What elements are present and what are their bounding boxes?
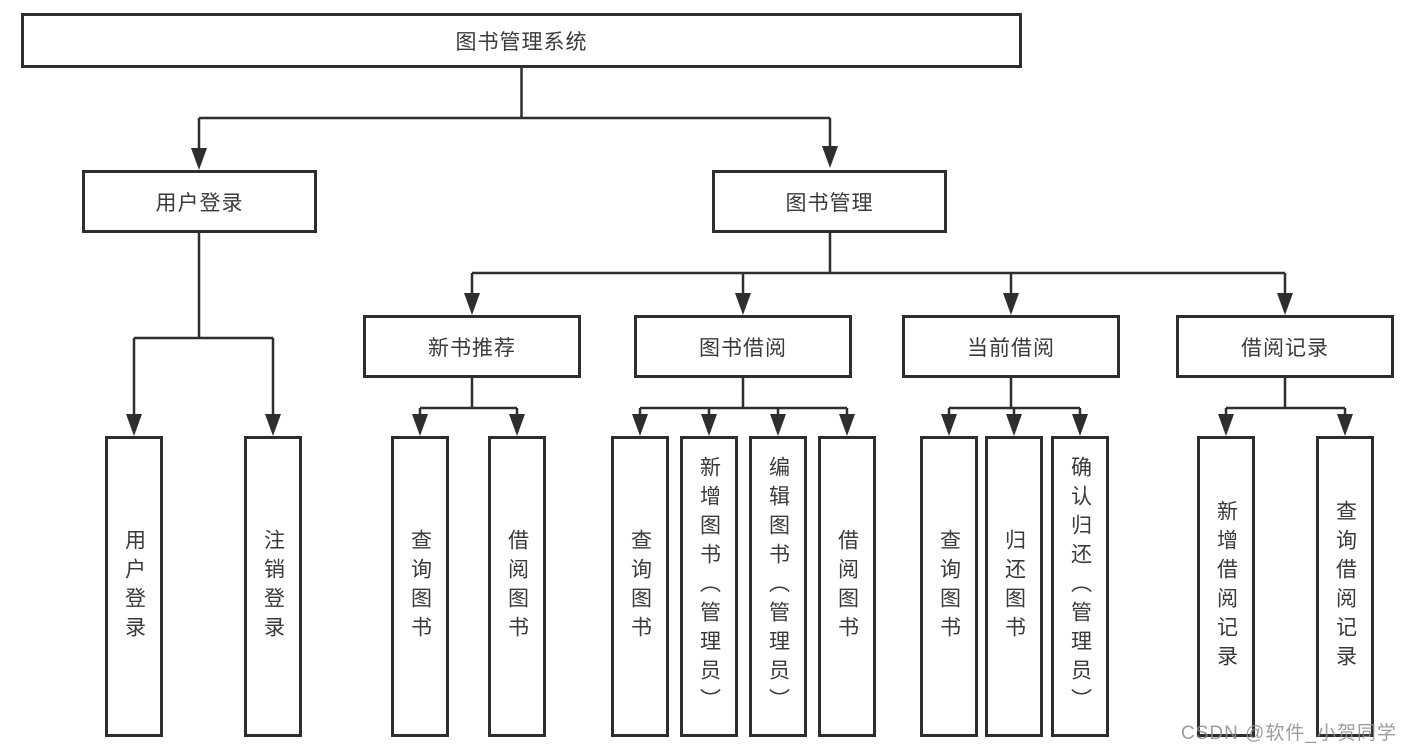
leaf-borrow-books-borrowing: 借阅图书 bbox=[818, 436, 876, 737]
leaf-confirm-return-admin: 确认归还（管理员） bbox=[1051, 436, 1109, 737]
leaf-query-borrow-record: 查询借阅记录 bbox=[1316, 436, 1374, 737]
leaf-logout-label: 注销登录 bbox=[261, 528, 285, 645]
leaf-add-borrow-record: 新增借阅记录 bbox=[1197, 436, 1255, 737]
leaf-add-book-admin-label: 新增图书（管理员） bbox=[697, 456, 721, 717]
leaf-confirm-return-admin-label: 确认归还（管理员） bbox=[1068, 456, 1092, 717]
leaf-query-books-recommend: 查询图书 bbox=[391, 436, 449, 737]
node-borrowing-records-label: 借阅记录 bbox=[1241, 336, 1329, 360]
csdn-watermark: CSDN @软件_小贺同学 bbox=[1181, 723, 1397, 744]
leaf-add-borrow-record-label: 新增借阅记录 bbox=[1214, 499, 1238, 674]
leaf-query-books-borrowing-label: 查询图书 bbox=[628, 528, 652, 645]
node-book-management: 图书管理 bbox=[712, 170, 947, 233]
leaf-borrow-books-recommend-label: 借阅图书 bbox=[505, 528, 529, 645]
leaf-logout: 注销登录 bbox=[244, 436, 302, 737]
leaf-edit-book-admin: 编辑图书（管理员） bbox=[749, 436, 807, 737]
leaf-add-book-admin: 新增图书（管理员） bbox=[680, 436, 738, 737]
leaf-user-login: 用户登录 bbox=[105, 436, 163, 737]
node-book-borrowing-label: 图书借阅 bbox=[699, 336, 787, 360]
leaf-query-books-borrowing: 查询图书 bbox=[611, 436, 669, 737]
node-new-book-recommend: 新书推荐 bbox=[363, 315, 581, 378]
leaf-return-book: 归还图书 bbox=[985, 436, 1043, 737]
leaf-borrow-books-recommend: 借阅图书 bbox=[488, 436, 546, 737]
leaf-borrow-books-borrowing-label: 借阅图书 bbox=[835, 528, 859, 645]
node-root-system: 图书管理系统 bbox=[21, 13, 1022, 68]
leaf-user-login-label: 用户登录 bbox=[122, 528, 146, 645]
leaf-query-books-current-label: 查询图书 bbox=[937, 528, 961, 645]
leaf-edit-book-admin-label: 编辑图书（管理员） bbox=[766, 456, 790, 717]
node-new-book-recommend-label: 新书推荐 bbox=[428, 336, 516, 360]
node-current-borrowing-label: 当前借阅 bbox=[967, 336, 1055, 360]
leaf-query-books-recommend-label: 查询图书 bbox=[408, 528, 432, 645]
node-book-borrowing: 图书借阅 bbox=[634, 315, 852, 378]
leaf-query-books-current: 查询图书 bbox=[920, 436, 978, 737]
leaf-return-book-label: 归还图书 bbox=[1002, 528, 1026, 645]
leaf-query-borrow-record-label: 查询借阅记录 bbox=[1333, 499, 1357, 674]
node-borrowing-records: 借阅记录 bbox=[1176, 315, 1394, 378]
node-book-management-label: 图书管理 bbox=[785, 191, 874, 215]
node-root-system-label: 图书管理系统 bbox=[455, 30, 588, 54]
node-current-borrowing: 当前借阅 bbox=[902, 315, 1120, 378]
node-user-login-label: 用户登录 bbox=[155, 191, 244, 215]
node-user-login: 用户登录 bbox=[82, 170, 317, 233]
